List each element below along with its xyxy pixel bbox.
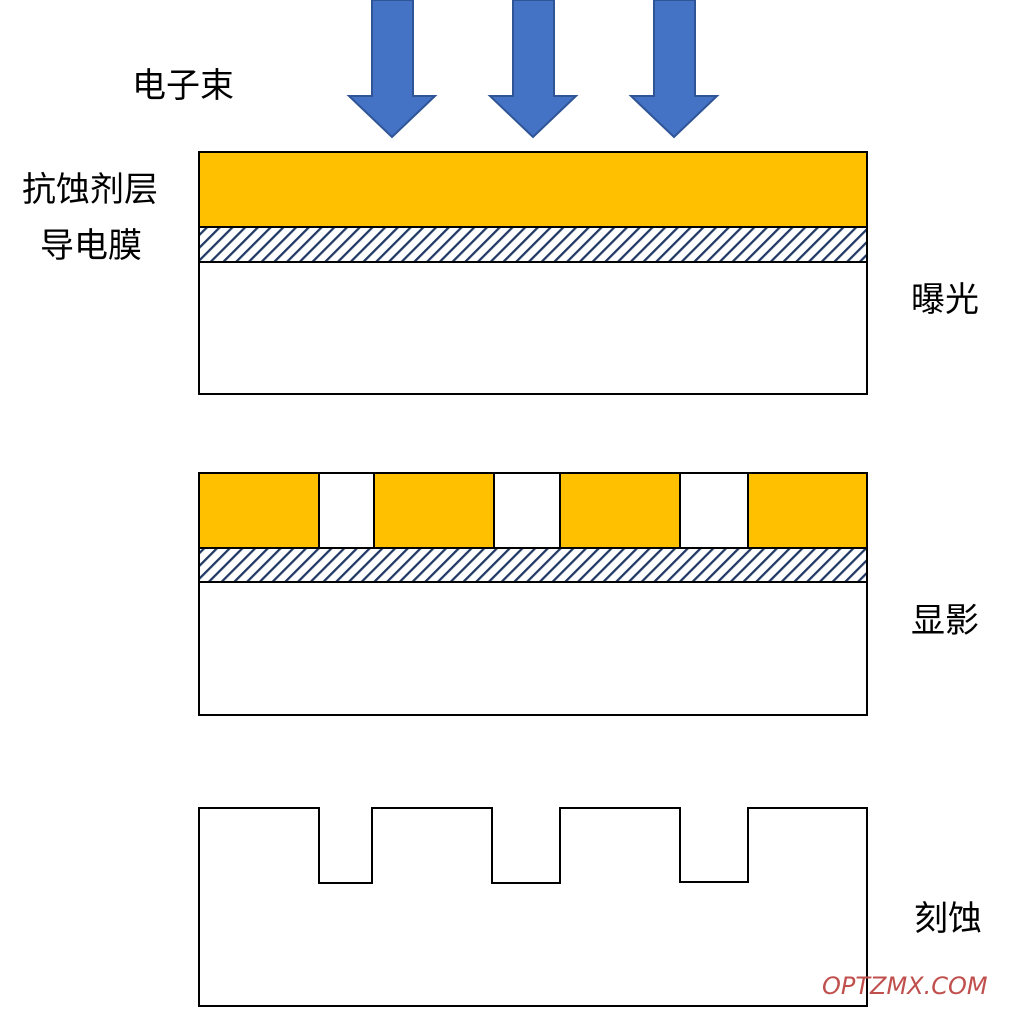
down-arrow-icon: [487, 0, 579, 139]
watermark: OPTZMX.COM: [822, 972, 988, 1000]
resist-block: [373, 472, 495, 549]
conductive-film-label: 导电膜: [40, 226, 142, 266]
development-label: 显影: [911, 601, 979, 641]
resist-block: [198, 472, 320, 549]
down-arrow-icon: [346, 0, 438, 139]
electron-beam-label: 电子束: [132, 66, 234, 106]
conductive-film: [198, 547, 868, 583]
etched-substrate: [198, 807, 868, 1007]
electron-beam-arrows: [346, 0, 720, 139]
down-arrow-icon: [628, 0, 720, 139]
exposure-label: 曝光: [911, 280, 979, 320]
development-stage: [198, 472, 868, 716]
exposure-stage: [198, 151, 868, 395]
conductive-film: [198, 226, 868, 263]
etching-label: 刻蚀: [914, 899, 982, 939]
resist-layer: [198, 151, 868, 228]
etching-stage: [198, 807, 868, 1007]
resist-block: [747, 472, 868, 549]
resist-block: [559, 472, 681, 549]
resist-layer-label: 抗蚀剂层: [22, 170, 158, 210]
